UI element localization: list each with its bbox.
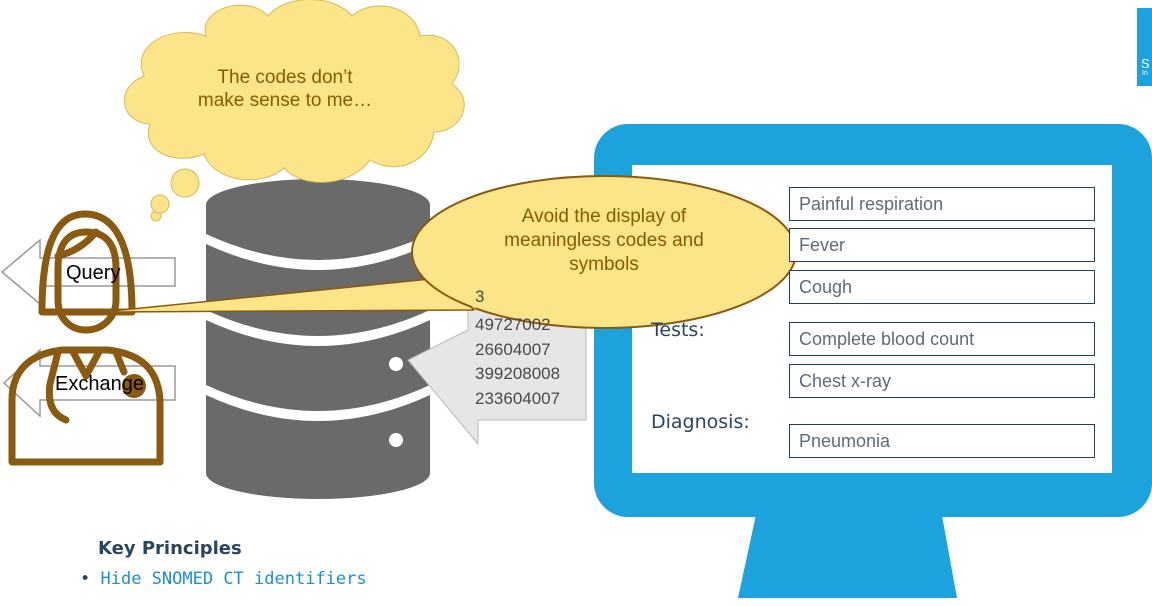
exchange-arrow-label[interactable]: Exchange [55,373,144,395]
speech-bubble-text: Avoid the display of meaningless codes a… [480,205,728,277]
tests-label: Tests: [651,319,705,341]
diagnosis-label: Diagnosis: [651,411,750,433]
speech-line: meaningless codes and [504,230,704,251]
test-field-complete-blood-count: Complete blood count [789,322,1095,356]
code-item: 399208008 [475,364,561,383]
diagnosis-field-pneumonia: Pneumonia [789,424,1095,458]
thought-bubble [124,0,465,222]
stethoscope-chestpiece [122,374,146,398]
corner-logo-sub: In [1142,70,1148,77]
monitor-stand [738,510,957,598]
principle-text: Hide SNOMED CT identifiers [100,569,367,589]
symptom-field-painful-respiration: Painful respiration [789,187,1095,221]
symptom-field-cough: Cough [789,270,1095,304]
speech-line: symbols [569,254,639,275]
symptom-field-fever: Fever [789,228,1095,262]
thought-bubble-text: The codes don’t make sense to me… [180,66,390,112]
code-item: 49727002 [475,315,551,334]
clinician-person-icon [8,210,164,466]
code-item: 26604007 [475,340,551,359]
key-principle-item: • Hide SNOMED CT identifiers [80,569,367,589]
code-partial: 3 [475,287,485,306]
query-arrow-shape[interactable] [0,238,176,306]
query-arrow-label[interactable]: Query [66,262,121,284]
code-item: 233604007 [475,389,561,408]
speech-line: Avoid the display of [521,206,687,227]
key-principles-heading: Key Principles [98,538,242,559]
test-field-chest-xray: Chest x-ray [789,364,1095,398]
speech-bubble [101,175,797,329]
bullet-icon: • [80,569,91,589]
corner-logo-tab [1137,8,1152,86]
corner-logo-letter: S [1141,56,1150,71]
thought-line: The codes don’t [217,67,353,88]
thought-line: make sense to me… [197,90,373,111]
database-icon [206,179,430,499]
